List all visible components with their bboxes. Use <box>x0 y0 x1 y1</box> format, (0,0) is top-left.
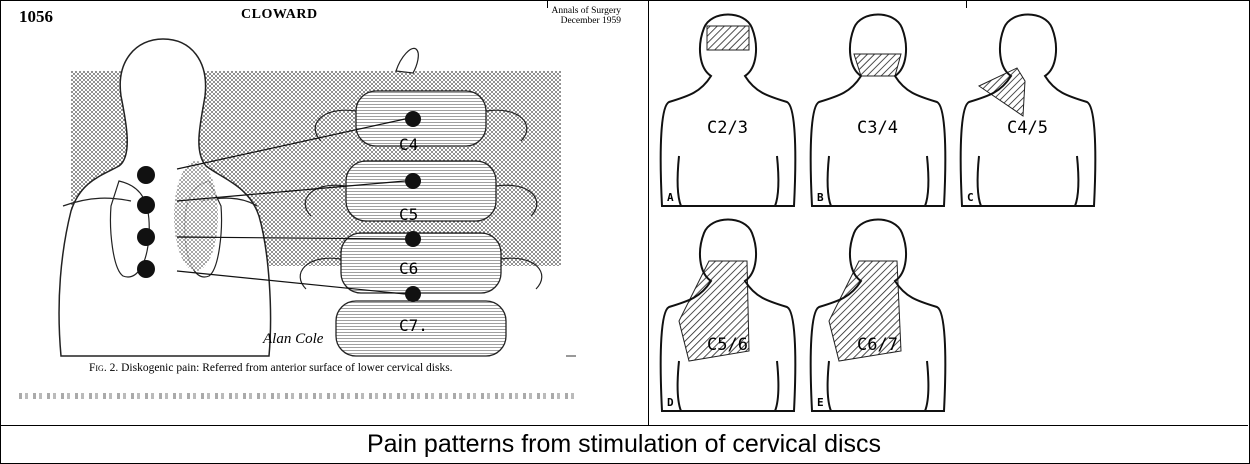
cloward-figure-panel: 1056 CLOWARD Annals of Surgery December … <box>1 1 648 425</box>
arm-outline <box>678 361 681 411</box>
body-outline <box>961 15 1096 207</box>
panel-letter-c: C <box>967 191 974 204</box>
figure-title: Pain patterns from stimulation of cervic… <box>0 426 1248 463</box>
level-label-b: C3/4 <box>857 118 898 138</box>
arm-outline <box>775 156 778 206</box>
panel-letter-b: B <box>817 191 824 204</box>
panel-letter-e: E <box>817 396 824 409</box>
body-figure-d <box>661 220 796 412</box>
pain-region-b <box>854 54 901 76</box>
spine-label-c6: C6 <box>399 259 418 278</box>
spine-label-c5: C5 <box>399 205 418 224</box>
level-label-d: C5/6 <box>707 335 748 355</box>
figure-caption: Fig. 2. Diskogenic pain: Referred from a… <box>89 362 453 374</box>
body-silhouettes <box>649 1 1248 425</box>
panel-letter-a: A <box>667 191 674 204</box>
spine-label-c7: C7. <box>399 316 428 335</box>
pain-region-c <box>979 68 1025 116</box>
arm-outline <box>828 156 831 206</box>
arm-outline <box>925 156 928 206</box>
body-figure-c <box>961 15 1096 207</box>
arm-outline <box>775 361 778 411</box>
level-label-a: C2/3 <box>707 118 748 138</box>
arm-outline <box>1075 156 1078 206</box>
level-label-e: C6/7 <box>857 335 898 355</box>
spine-label-c4: C4 <box>399 135 418 154</box>
figure-caption-prefix: Fig. 2. <box>89 362 118 374</box>
arm-outline <box>828 361 831 411</box>
artist-signature: Alan Cole <box>263 331 323 348</box>
level-label-c: C4/5 <box>1007 118 1048 138</box>
body-outline <box>811 15 946 207</box>
pain-region-a <box>707 26 749 50</box>
arm-outline <box>978 156 981 206</box>
body-figure-b <box>811 15 946 207</box>
arm-outline <box>925 361 928 411</box>
body-figure-e <box>811 220 946 412</box>
truncated-text-line <box>19 393 579 399</box>
figure-caption-text: Diskogenic pain: Referred from anterior … <box>118 362 452 374</box>
body-figure-a <box>661 15 796 207</box>
panel-letter-d: D <box>667 396 674 409</box>
arm-outline <box>678 156 681 206</box>
